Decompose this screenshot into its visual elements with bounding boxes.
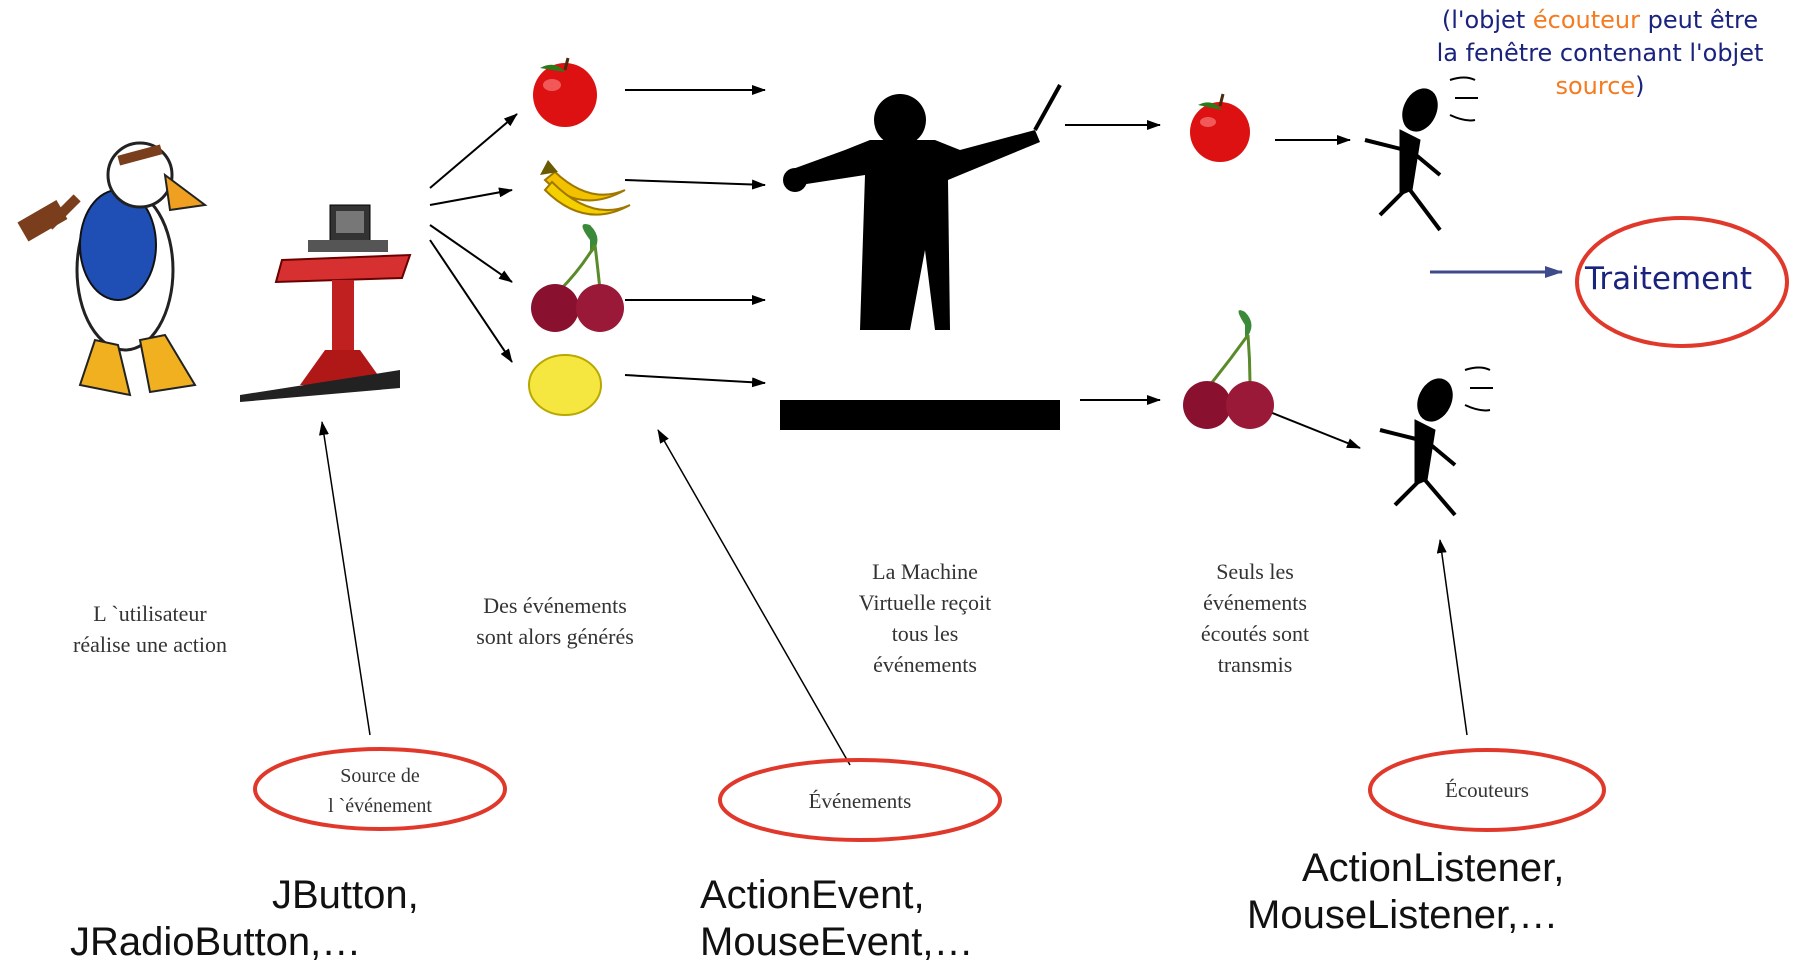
caption-line: réalise une action	[73, 632, 227, 657]
caption-line: Virtuelle reçoit	[858, 590, 992, 615]
note-text: )	[1635, 72, 1645, 100]
example-line: JButton,	[272, 873, 419, 917]
listened-caption: Seuls les événements écoutés sont transm…	[1150, 556, 1360, 680]
duck-icon	[17, 141, 208, 397]
example-line: JRadioButton,…	[70, 920, 362, 964]
source-ellipse	[253, 747, 507, 831]
banana-icon	[540, 160, 631, 216]
cherry-icon	[531, 224, 624, 332]
vm-caption: La Machine Virtuelle reçoit tous les évé…	[810, 556, 1040, 680]
apple-transmitted-icon	[1190, 93, 1250, 162]
ecouteurs-label: Écouteurs	[1445, 778, 1529, 802]
caption-line: La Machine	[872, 559, 978, 584]
source-label: Source de l `événement	[280, 761, 480, 821]
note-line-2: la fenêtre contenant l'objet	[1436, 39, 1764, 67]
transmit-arrows	[1065, 120, 1361, 449]
label-line: l `événement	[328, 795, 432, 817]
lemon-icon	[528, 354, 602, 416]
traitement-label: Traitement	[1585, 261, 1753, 297]
ecouteurs-ellipse	[1368, 748, 1606, 832]
example-line: ActionEvent,	[700, 873, 925, 917]
label-line: Source de	[340, 765, 420, 787]
fanout-arrows	[429, 113, 518, 363]
note-text: peut être	[1639, 6, 1759, 34]
caption-line: tous les	[891, 621, 959, 646]
computer-table-icon	[240, 204, 412, 402]
note-text: (l'objet	[1441, 6, 1533, 34]
example-line: MouseEvent,…	[700, 920, 974, 964]
conductor-icon	[780, 84, 1062, 430]
note-highlight-ecouteur: écouteur	[1532, 6, 1640, 34]
pointer-arrows	[319, 421, 1468, 766]
caption-line: écoutés sont	[1200, 621, 1310, 646]
event-examples: ActionEvent, MouseEvent,…	[700, 872, 973, 966]
caption-line: événements	[873, 652, 977, 677]
event-arrows	[624, 85, 766, 388]
source-examples: JButton, JRadioButton,…	[70, 872, 419, 966]
listener-figure-bottom-icon	[1379, 366, 1493, 517]
traitement-ellipse	[1575, 216, 1789, 348]
caption-line: sont alors générés	[476, 624, 634, 649]
user-caption: L `utilisateur réalise une action	[30, 598, 270, 660]
caption-line: Des événements	[483, 593, 627, 618]
example-line: MouseListener,…	[1247, 893, 1559, 937]
listener-examples: ActionListener, MouseListener,…	[1247, 845, 1564, 939]
caption-line: transmis	[1217, 652, 1293, 677]
caption-line: événements	[1203, 590, 1307, 615]
listener-figure-top-icon	[1364, 76, 1478, 232]
example-line: ActionListener,	[1302, 846, 1565, 890]
evenements-ellipse	[718, 758, 1002, 842]
note-highlight-source: source	[1555, 72, 1636, 100]
events-caption: Des événements sont alors générés	[430, 590, 680, 652]
caption-line: Seuls les	[1216, 559, 1294, 584]
caption-line: L `utilisateur	[93, 601, 207, 626]
evenements-label: Événements	[808, 789, 912, 813]
cherry-transmitted-icon	[1183, 310, 1274, 429]
listener-note: (l'objet écouteur peut être la fenêtre c…	[1395, 4, 1802, 103]
apple-icon	[533, 57, 597, 127]
